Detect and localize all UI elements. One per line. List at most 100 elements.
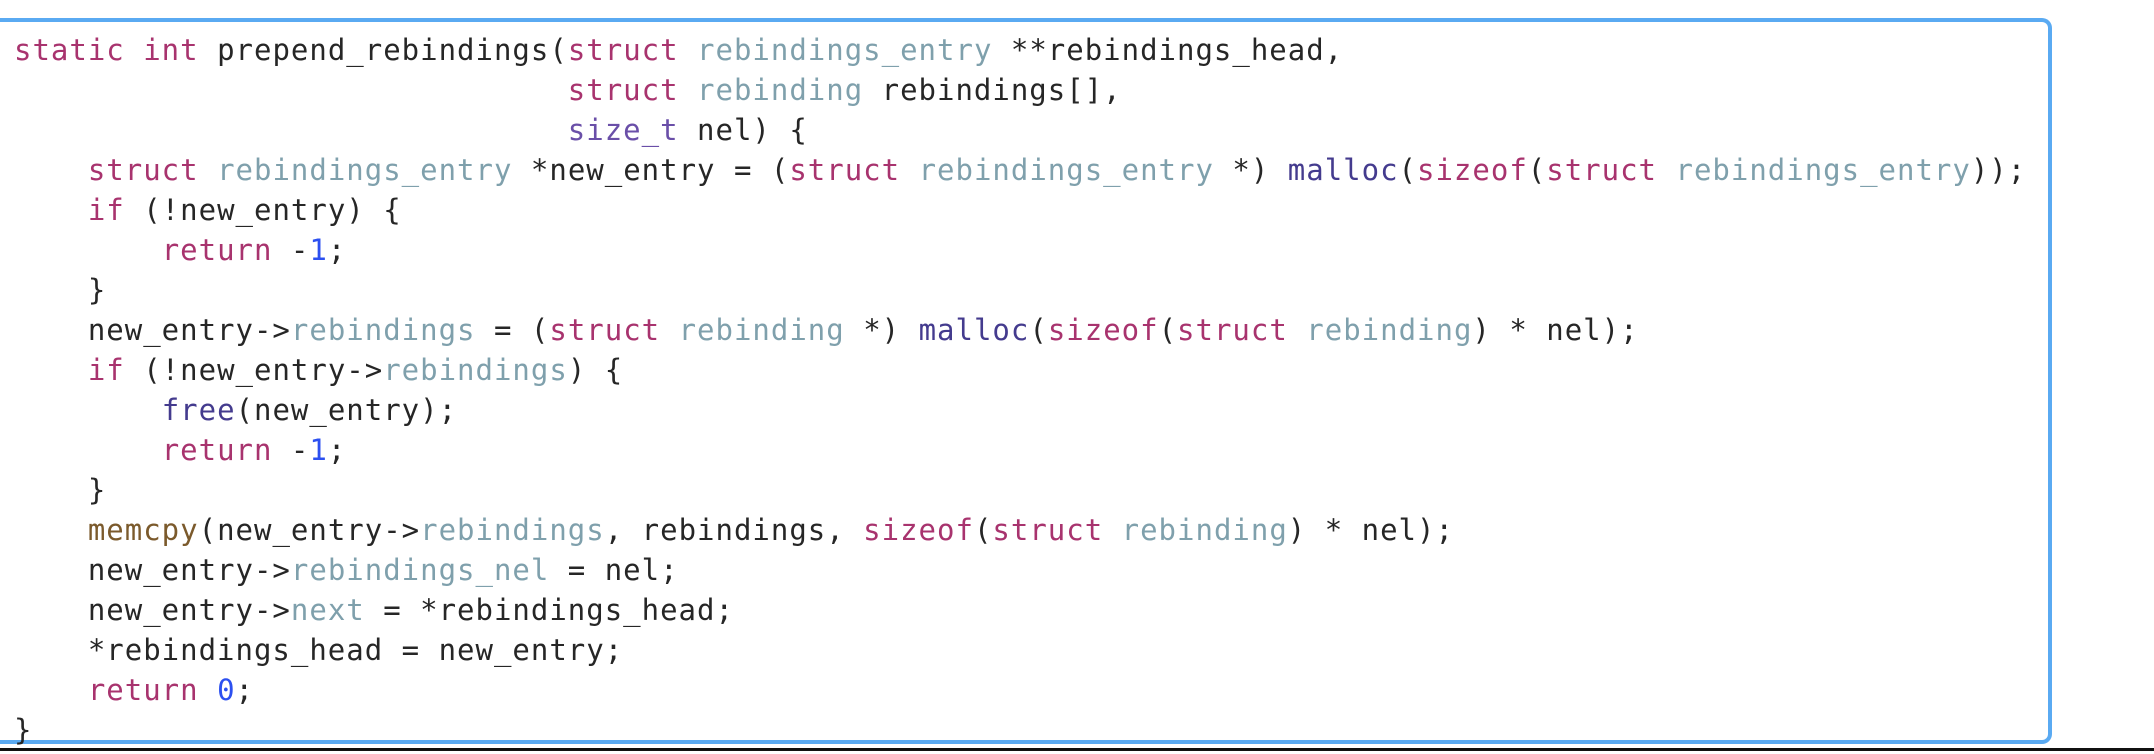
code-line: }: [14, 270, 2026, 310]
number-token: 1: [309, 233, 328, 267]
code-text: = nel;: [549, 553, 679, 587]
keyword-token: sizeof: [863, 513, 974, 547]
builtin-type-token: size_t: [567, 113, 679, 147]
keyword-token: struct: [1546, 153, 1658, 187]
code-text: }: [14, 713, 33, 747]
code-line: memcpy(new_entry->rebindings, rebindings…: [14, 510, 2026, 550]
code-text: [14, 193, 88, 227]
code-text: [900, 153, 918, 187]
code-text: (new_entry->: [198, 513, 421, 547]
number-token: 1: [309, 433, 328, 467]
code-text: *): [1213, 153, 1288, 187]
code-line: size_t nel) {: [14, 110, 2026, 150]
code-line: new_entry->next = *rebindings_head;: [14, 590, 2026, 630]
keyword-token: static int: [14, 33, 199, 67]
code-text: = (: [475, 313, 550, 347]
code-line: }: [14, 710, 2026, 750]
code-text: *new_entry = (: [512, 153, 790, 187]
type-token: rebinding: [678, 313, 845, 347]
code-text: *): [844, 313, 919, 347]
code-text: -: [272, 433, 310, 467]
code-block[interactable]: static int prepend_rebindings(struct reb…: [14, 30, 2026, 750]
code-text: }: [14, 473, 107, 507]
code-text: -: [272, 233, 310, 267]
code-text: = *rebindings_head;: [364, 593, 734, 627]
code-text: [14, 153, 88, 187]
keyword-token: struct: [992, 513, 1104, 547]
code-line: if (!new_entry->rebindings) {: [14, 350, 2026, 390]
code-line: *rebindings_head = new_entry;: [14, 630, 2026, 670]
code-text: *rebindings_head = new_entry;: [14, 633, 624, 667]
keyword-token: sizeof: [1047, 313, 1159, 347]
code-text: (new_entry);: [235, 393, 458, 427]
code-text: (!new_entry->: [124, 353, 384, 387]
code-text: (!new_entry) {: [124, 193, 402, 227]
type-token: rebinding: [697, 73, 864, 107]
function-token: free: [161, 393, 236, 427]
number-token: 0: [217, 673, 236, 707]
code-text: new_entry->: [14, 313, 291, 347]
type-token: rebindings_entry: [918, 153, 1214, 187]
code-text: ;: [235, 673, 255, 707]
code-text: [14, 353, 88, 387]
code-text: [14, 233, 162, 267]
keyword-token: struct: [789, 153, 901, 187]
builtin-function-token: memcpy: [87, 513, 199, 547]
code-editor[interactable]: static int prepend_rebindings(struct reb…: [0, 18, 2052, 747]
code-text: [1657, 153, 1675, 187]
code-text: nel) {: [678, 113, 808, 147]
code-line: static int prepend_rebindings(struct reb…: [14, 30, 2026, 70]
code-line: return -1;: [14, 430, 2026, 470]
type-token: rebindings: [290, 313, 476, 347]
code-text: [679, 73, 697, 107]
keyword-token: struct: [1177, 313, 1288, 347]
type-token: rebindings_entry: [697, 33, 993, 67]
code-text: ) {: [567, 353, 624, 387]
code-text: [14, 673, 88, 707]
type-token: rebindings: [383, 353, 568, 387]
keyword-token: sizeof: [1417, 153, 1528, 187]
code-text: (: [1029, 313, 1048, 347]
code-line: return -1;: [14, 230, 2026, 270]
code-line: free(new_entry);: [14, 390, 2026, 430]
code-text: **rebindings_head,: [992, 33, 1344, 67]
type-token: rebinding: [1121, 513, 1288, 547]
type-token: next: [290, 593, 365, 627]
type-token: rebindings: [420, 513, 605, 547]
keyword-token: struct: [567, 73, 679, 107]
code-text: [1103, 513, 1121, 547]
code-line: struct rebinding rebindings[],: [14, 70, 2026, 110]
code-line: return 0;: [14, 670, 2026, 710]
code-text: [14, 513, 88, 547]
code-line: }: [14, 470, 2026, 510]
code-text: ));: [1970, 153, 2027, 187]
type-token: rebindings_nel: [290, 553, 550, 587]
code-text: prepend_rebindings(: [198, 33, 568, 67]
function-token: malloc: [918, 313, 1030, 347]
code-text: (: [973, 513, 993, 547]
code-text: [660, 313, 678, 347]
keyword-token: struct: [549, 313, 661, 347]
keyword-token: return: [161, 233, 273, 267]
code-text: [679, 33, 697, 67]
code-text: rebindings[],: [863, 73, 1122, 107]
code-text: ) * nel);: [1472, 313, 1639, 347]
keyword-token: struct: [87, 153, 199, 187]
keyword-token: return: [161, 433, 273, 467]
function-token: malloc: [1287, 153, 1399, 187]
code-text: ;: [327, 433, 347, 467]
code-text: [14, 433, 162, 467]
code-text: [199, 153, 217, 187]
code-text: [199, 673, 217, 707]
divider: [0, 748, 2154, 751]
code-text: }: [14, 273, 107, 307]
code-line: new_entry->rebindings_nel = nel;: [14, 550, 2026, 590]
code-text: (: [1398, 153, 1418, 187]
code-text: [1288, 313, 1306, 347]
code-text: new_entry->: [14, 593, 291, 627]
code-line: if (!new_entry) {: [14, 190, 2026, 230]
code-text: [14, 113, 568, 147]
code-text: new_entry->: [14, 553, 291, 587]
code-text: , rebindings,: [604, 513, 864, 547]
keyword-token: struct: [567, 33, 679, 67]
